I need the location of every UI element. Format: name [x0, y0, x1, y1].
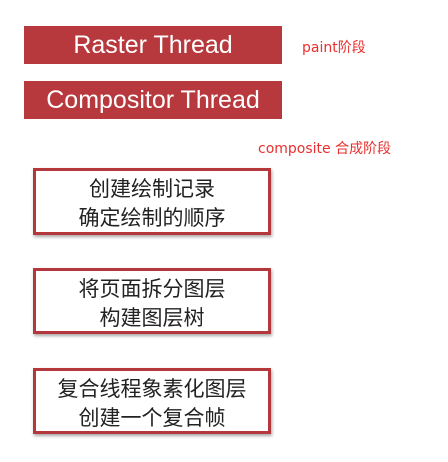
step-box-layer-tree: 将页面拆分图层 构建图层树 — [33, 268, 271, 334]
raster-thread-label: Raster Thread — [73, 31, 233, 59]
raster-thread-bar: Raster Thread — [24, 26, 282, 64]
step-box-composite-frame: 复合线程象素化图层 创建一个复合帧 — [33, 368, 271, 434]
step-line: 构建图层树 — [99, 306, 205, 330]
step-line: 创建绘制记录 — [89, 177, 215, 201]
step-line: 创建一个复合帧 — [78, 406, 226, 430]
compositor-thread-label: Compositor Thread — [46, 86, 260, 114]
paint-stage-note: paint阶段 — [302, 40, 366, 56]
step-line: 将页面拆分图层 — [78, 277, 226, 301]
step-line: 确定绘制的顺序 — [78, 206, 226, 230]
step-line: 复合线程象素化图层 — [57, 377, 247, 401]
composite-stage-note: composite 合成阶段 — [258, 141, 392, 157]
compositor-thread-bar: Compositor Thread — [24, 81, 282, 119]
step-box-paint-record: 创建绘制记录 确定绘制的顺序 — [33, 168, 271, 235]
